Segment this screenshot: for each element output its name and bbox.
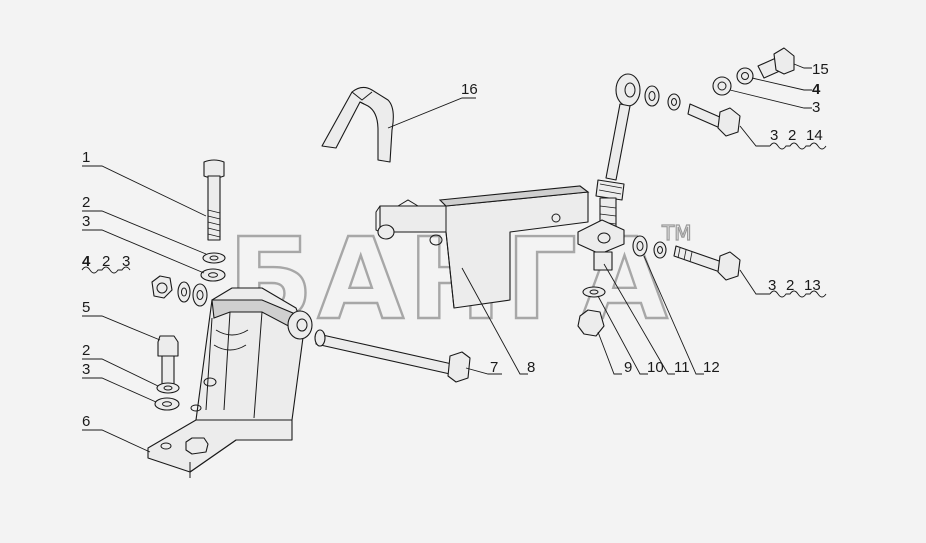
callout-3: 3 <box>122 253 130 270</box>
part-washer-upper-right-1 <box>644 85 660 107</box>
part-washer-upper-right-2 <box>667 93 681 111</box>
callout-5: 5 <box>82 299 90 316</box>
callout-1: 1 <box>82 149 90 166</box>
part-11-washer <box>632 235 648 257</box>
callout-8: 8 <box>527 359 535 376</box>
callout-2: 2 <box>788 127 796 144</box>
part-4-nut-right <box>736 67 754 85</box>
part-3-washer-lower <box>154 397 180 411</box>
part-10-washer <box>582 286 606 298</box>
part-8-beam <box>375 185 590 309</box>
callout-12: 12 <box>703 359 720 376</box>
callout-2: 2 <box>786 277 794 294</box>
callout-7: 7 <box>490 359 498 376</box>
part-6-bracket <box>147 287 313 478</box>
callout-3: 3 <box>82 361 90 378</box>
callout-4: 4 <box>82 253 91 270</box>
part-2-washer-upper <box>202 252 226 264</box>
part-2-washer-left <box>177 281 191 303</box>
part-3-washer-right <box>712 76 732 96</box>
callout-3: 3 <box>770 127 778 144</box>
callout-9: 9 <box>624 359 632 376</box>
callout-3: 3 <box>812 99 820 116</box>
callout-10: 10 <box>647 359 664 376</box>
watermark-tm: TM <box>661 221 691 245</box>
part-7-long-bolt <box>314 329 471 383</box>
callout-13: 13 <box>804 277 821 294</box>
part-13-bolt <box>673 245 741 281</box>
part-14-bolt <box>687 103 741 137</box>
callout-2: 2 <box>82 194 90 211</box>
part-1-bolt <box>203 159 225 241</box>
part-4-nut-left <box>151 275 173 299</box>
linkage-rod-assembly <box>577 73 641 271</box>
callout-14: 14 <box>806 127 823 144</box>
part-3-washer-left <box>192 283 208 307</box>
callout-15: 15 <box>812 61 829 78</box>
callout-2: 2 <box>102 253 110 270</box>
part-3-washer-upper <box>200 268 226 282</box>
callout-2: 2 <box>82 342 90 359</box>
part-16-spring-clip <box>321 86 394 163</box>
leader-lines <box>81 63 827 453</box>
callout-4: 4 <box>812 81 821 98</box>
callout-3: 3 <box>768 277 776 294</box>
callout-6: 6 <box>82 413 90 430</box>
part-9-nut <box>577 309 605 337</box>
part-2-washer-lower <box>156 382 180 394</box>
callout-3: 3 <box>82 213 90 230</box>
part-15-bolt <box>757 47 795 79</box>
callout-11: 11 <box>674 359 690 376</box>
callout-labels: 1 2 3 4 2 3 5 2 3 6 7 8 9 10 11 12 16 15… <box>82 61 829 430</box>
part-5-bolt <box>157 335 179 385</box>
callout-16: 16 <box>461 81 478 98</box>
part-12-nut <box>653 241 667 259</box>
